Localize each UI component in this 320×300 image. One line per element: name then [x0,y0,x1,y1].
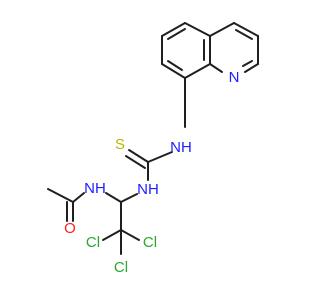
carbonyl-oxygen-label: O [64,220,76,237]
chlorine-left-label: Cl [86,234,100,251]
bond-thioc-s-a [128,149,149,163]
bond-c3-c7 [209,22,235,37]
chlorine-right-label: Cl [143,234,157,251]
bond-c5-c6 [161,63,186,79]
bond-nh-thioc [147,151,173,163]
chemical-structure-diagram: N NH S NH NH O Cl Cl Cl [47,22,259,276]
quinoline-nitrogen-label: N [229,69,240,86]
thioamide-nh-label: NH [170,139,192,156]
bond-ccl3-cl-left [102,229,122,241]
thione-sulfur-label: S [115,136,125,153]
molecule-structure: N NH S NH NH O Cl Cl Cl [47,22,259,276]
bond-c9-n [244,63,259,73]
bond-c7-c8 [233,22,259,37]
double-bond-pyridine-1 [235,29,253,40]
chlorine-bottom-label: Cl [114,259,128,276]
amide-nh-label: NH [84,180,106,197]
double-bond-inner-1 [167,28,186,40]
bond-ccl3-cl-right [120,229,140,241]
bond-carbonyl-c-methyl [47,188,74,203]
bond-c1-c2 [161,22,186,37]
bond-n-c4 [209,63,223,73]
bond-nh2-ch [120,193,138,203]
bond-thioc-s-b [125,155,146,169]
bond-ch-nh3 [105,192,122,203]
bonds [47,22,259,255]
double-bond-pyridine-2 [242,60,253,67]
bond-c4-c5 [184,63,211,79]
amine-nh-label: NH [137,181,159,198]
double-bond-inner-3 [167,60,183,71]
bond-c2-c3 [184,22,211,37]
bond-nh3-carbonyl-c [72,192,85,203]
atom-labels: N NH S NH NH O Cl Cl Cl [64,69,239,276]
